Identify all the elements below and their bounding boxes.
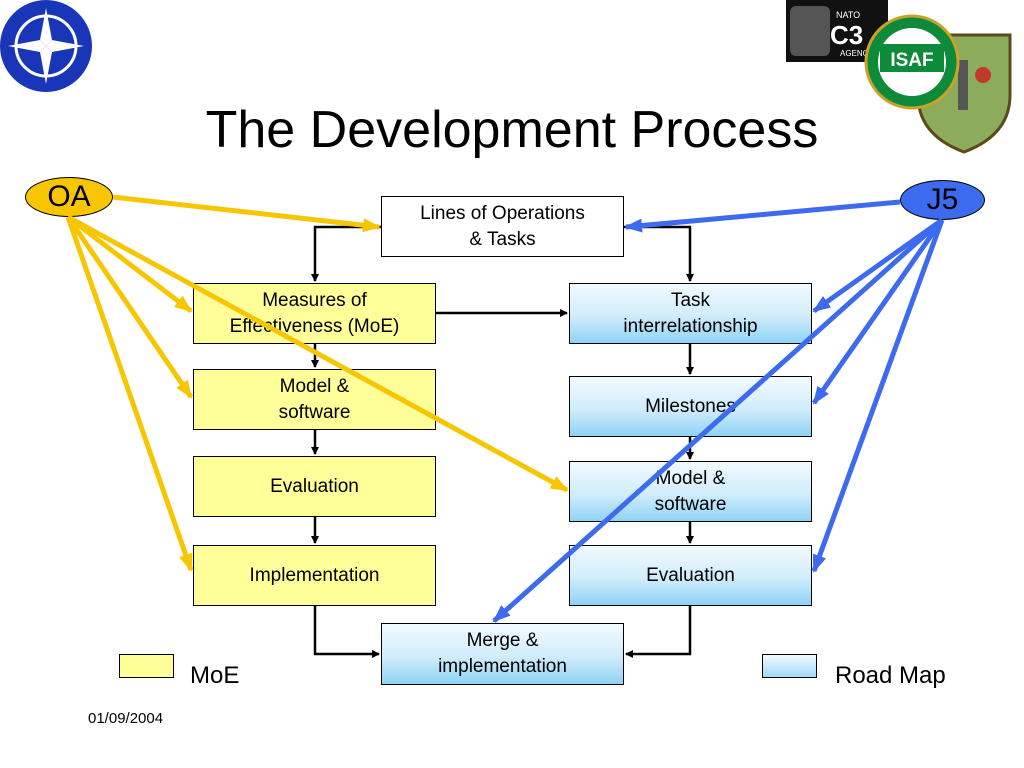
j5-arrow-to-lines bbox=[624, 199, 901, 233]
oa-arrow-to-implementation bbox=[65, 216, 194, 572]
evaluation-right-box: Evaluation bbox=[569, 545, 812, 606]
oa-arrow-to-model-right bbox=[66, 214, 569, 493]
implementation-box: Implementation bbox=[193, 545, 436, 606]
legend-roadmap-swatch bbox=[762, 654, 817, 678]
j5-arrow-to-task bbox=[812, 217, 944, 314]
evaluation-left-box: Evaluation bbox=[193, 456, 436, 517]
merge-implementation-box: Merge & implementation bbox=[381, 623, 624, 685]
j5-arrow-to-evaluation bbox=[811, 219, 945, 573]
moe-box: Measures of Effectiveness (MoE) bbox=[193, 283, 436, 344]
oa-arrow-to-model bbox=[65, 215, 194, 399]
task-interrelationship-box: Task interrelationship bbox=[569, 283, 812, 344]
connector-impl-to-merge bbox=[313, 606, 380, 658]
model-software-right-box: Model & software bbox=[569, 461, 812, 522]
page-title: The Development Process bbox=[205, 101, 819, 159]
legend-roadmap-label: Road Map bbox=[835, 662, 946, 689]
connector-eval-to-merge bbox=[625, 606, 692, 658]
connector-lines-to-task bbox=[624, 225, 694, 282]
j5-oval: J5 bbox=[900, 180, 985, 220]
footer-date: 01/09/2004 bbox=[88, 710, 164, 727]
model-software-left-box: Model & software bbox=[193, 369, 436, 430]
milestones-box: Milestones bbox=[569, 376, 812, 437]
lines-of-operations-box: Lines of Operations & Tasks bbox=[381, 196, 624, 257]
j5-arrow-to-merge bbox=[492, 218, 944, 623]
legend-moe-swatch bbox=[119, 654, 174, 678]
j5-arrow-to-milestones bbox=[811, 218, 945, 405]
legend-moe-label: MoE bbox=[190, 662, 240, 689]
connector-lines-to-moe bbox=[311, 225, 381, 282]
oa-arrow-to-lines bbox=[112, 194, 381, 233]
oa-arrow-to-moe bbox=[66, 215, 193, 313]
